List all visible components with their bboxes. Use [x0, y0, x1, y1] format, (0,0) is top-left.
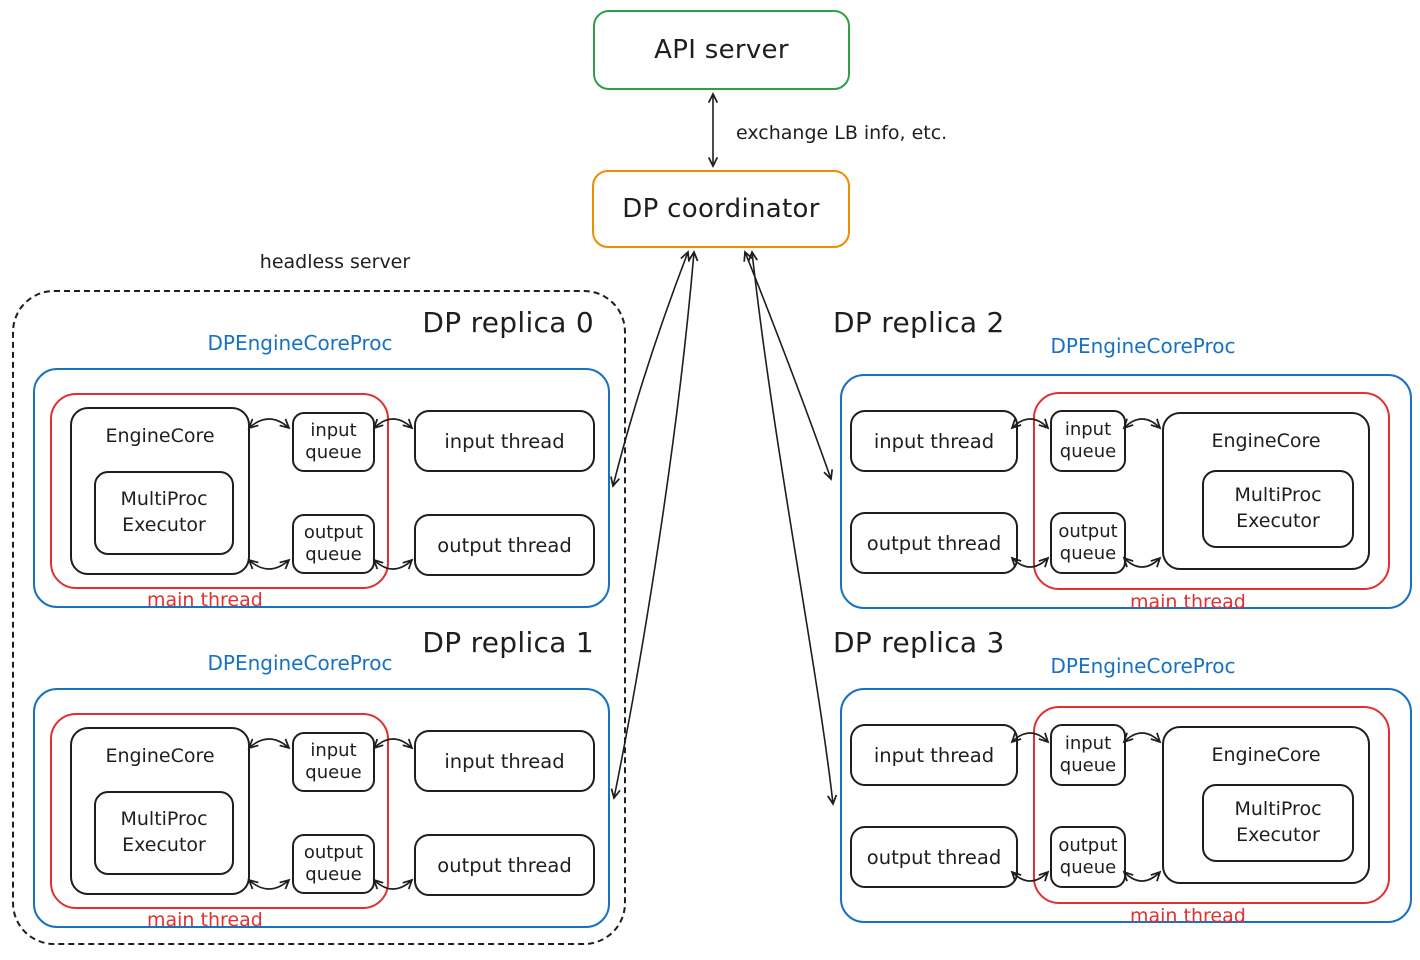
multiproc-executor-box-0: MultiProc Executor — [94, 471, 234, 555]
dp-engine-core-proc-label-3: DPEngineCoreProc — [1050, 654, 1236, 678]
engine-core-label-0: EngineCore — [105, 425, 215, 447]
headless-server-label: headless server — [259, 251, 411, 273]
main-thread-label-3: main thread — [1130, 905, 1246, 927]
output-queue-box-1: output queue — [292, 834, 375, 894]
input-queue-box-0: input queue — [292, 412, 375, 472]
input-queue-box-2: input queue — [1050, 410, 1126, 472]
multiproc-executor-box-2: MultiProc Executor — [1202, 470, 1354, 548]
output-queue-box-0: output queue — [292, 514, 375, 574]
engine-core-label-1: EngineCore — [105, 745, 215, 767]
input-thread-box-0: input thread — [414, 410, 595, 472]
output-thread-box-2: output thread — [850, 512, 1018, 574]
dp-engine-core-proc-label-1: DPEngineCoreProc — [207, 651, 393, 675]
engine-core-box-1: EngineCore MultiProc Executor — [70, 727, 250, 895]
dp-replica-2-box: main thread input thread output thread i… — [840, 374, 1412, 613]
main-thread-boundary-3 — [1033, 706, 1390, 904]
api-server-label: API server — [654, 35, 789, 65]
input-thread-box-2: input thread — [850, 410, 1018, 472]
output-queue-box-3: output queue — [1050, 826, 1126, 888]
dp-replica-3-title: DP replica 3 — [833, 626, 1005, 659]
main-thread-boundary-2 — [1033, 392, 1390, 590]
dp-replica-1-title: DP replica 1 — [422, 626, 594, 659]
dp-replica-0-box: main thread EngineCore MultiProc Executo… — [33, 368, 610, 611]
dp-replica-1-box: main thread EngineCore MultiProc Executo… — [33, 688, 610, 931]
dp-replica-0-title: DP replica 0 — [422, 306, 594, 339]
engine-core-box-0: EngineCore MultiProc Executor — [70, 407, 250, 575]
dp-engine-core-proc-label-2: DPEngineCoreProc — [1050, 334, 1236, 358]
output-queue-box-2: output queue — [1050, 512, 1126, 574]
output-thread-box-1: output thread — [414, 834, 595, 896]
output-thread-box-3: output thread — [850, 826, 1018, 888]
dp-coordinator-box: DP coordinator — [592, 170, 850, 248]
exchange-lb-label: exchange LB info, etc. — [736, 122, 948, 144]
main-thread-label-2: main thread — [1130, 591, 1246, 613]
input-queue-box-3: input queue — [1050, 724, 1126, 786]
engine-core-box-2: EngineCore MultiProc Executor — [1162, 412, 1370, 570]
dp-replica-3-box: main thread input thread output thread i… — [840, 688, 1412, 927]
input-queue-box-1: input queue — [292, 732, 375, 792]
arrow-coordinator-replica-3 — [747, 250, 838, 806]
engine-core-box-3: EngineCore MultiProc Executor — [1162, 726, 1370, 884]
engine-core-label-3: EngineCore — [1211, 744, 1321, 766]
main-thread-boundary-1 — [50, 713, 389, 909]
input-thread-box-1: input thread — [414, 730, 595, 792]
engine-core-label-2: EngineCore — [1211, 430, 1321, 452]
arrow-coordinator-replica-1 — [610, 250, 699, 800]
dp-coordinator-label: DP coordinator — [622, 194, 820, 224]
main-thread-boundary-0 — [50, 393, 389, 589]
output-thread-box-0: output thread — [414, 514, 595, 576]
input-thread-box-3: input thread — [850, 724, 1018, 786]
dp-replica-2-title: DP replica 2 — [833, 306, 1005, 339]
multiproc-executor-box-1: MultiProc Executor — [94, 791, 234, 875]
main-thread-label-1: main thread — [147, 909, 263, 931]
dp-engine-core-proc-label-0: DPEngineCoreProc — [207, 331, 393, 355]
multiproc-executor-box-3: MultiProc Executor — [1202, 784, 1354, 862]
arrow-coordinator-replica-2 — [743, 250, 834, 481]
main-thread-label-0: main thread — [147, 589, 263, 611]
api-server-box: API server — [593, 10, 850, 90]
